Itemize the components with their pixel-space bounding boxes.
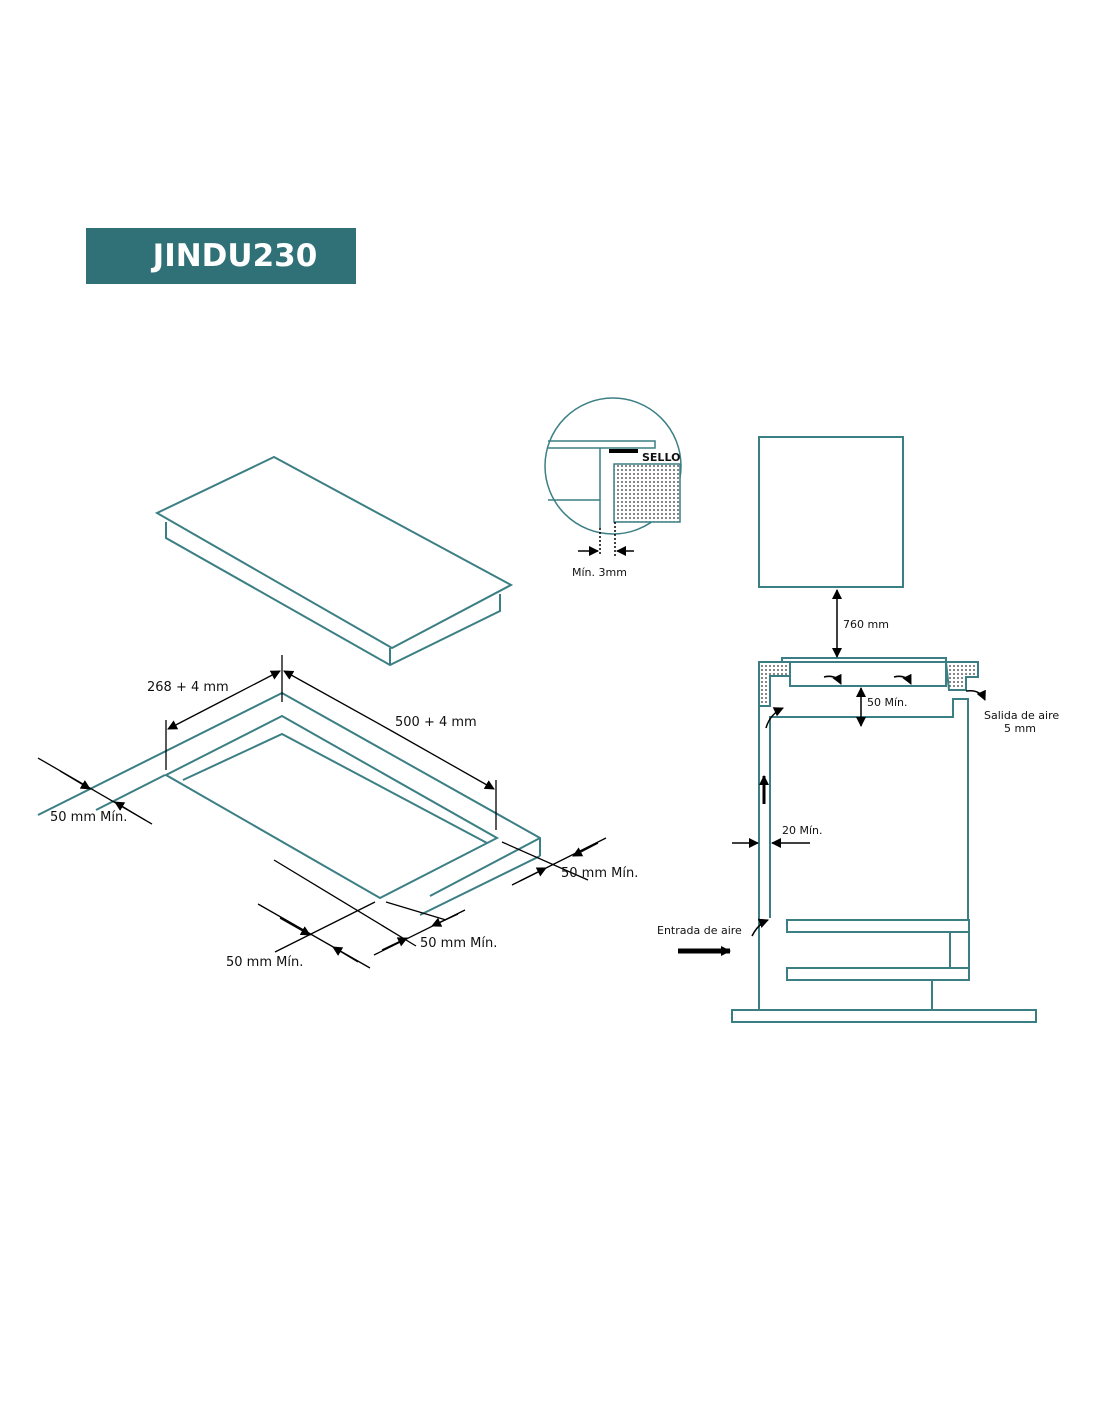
cabinet-section bbox=[731, 436, 1037, 1023]
model-title: JINDU230 bbox=[152, 238, 318, 274]
cutout-dimensions bbox=[37, 655, 607, 969]
bottom-right-margin-label: 50 mm Mín. bbox=[420, 936, 498, 951]
gap-label: Mín. 3mm bbox=[572, 566, 627, 579]
under-clearance-label: 50 Mín. bbox=[867, 696, 908, 709]
section-arrows bbox=[678, 589, 986, 956]
right-margin-label: 50 mm Mín. bbox=[561, 866, 639, 881]
side-gap-label: 20 Mín. bbox=[782, 824, 823, 837]
top-clearance-label: 760 mm bbox=[843, 618, 889, 631]
bottom-left-margin-label: 50 mm Mín. bbox=[226, 955, 304, 970]
left-margin-label: 50 mm Mín. bbox=[50, 810, 128, 825]
cutout-width-label: 268 + 4 mm bbox=[147, 680, 229, 695]
cutout-length-label: 500 + 4 mm bbox=[395, 715, 477, 730]
hob-isometric bbox=[154, 455, 514, 667]
model-title-banner: JINDU230 bbox=[86, 228, 356, 284]
seal-detail bbox=[544, 397, 682, 556]
countertop-cutout bbox=[37, 691, 541, 916]
air-out-text: Salida de aire bbox=[984, 709, 1060, 722]
air-out-label: Salida de aire 5 mm bbox=[984, 709, 1060, 735]
seal-label: SELLO bbox=[642, 451, 681, 464]
air-in-label: Entrada de aire bbox=[657, 924, 742, 937]
air-out-size: 5 mm bbox=[1004, 722, 1036, 735]
upper-cabinet bbox=[758, 436, 904, 588]
